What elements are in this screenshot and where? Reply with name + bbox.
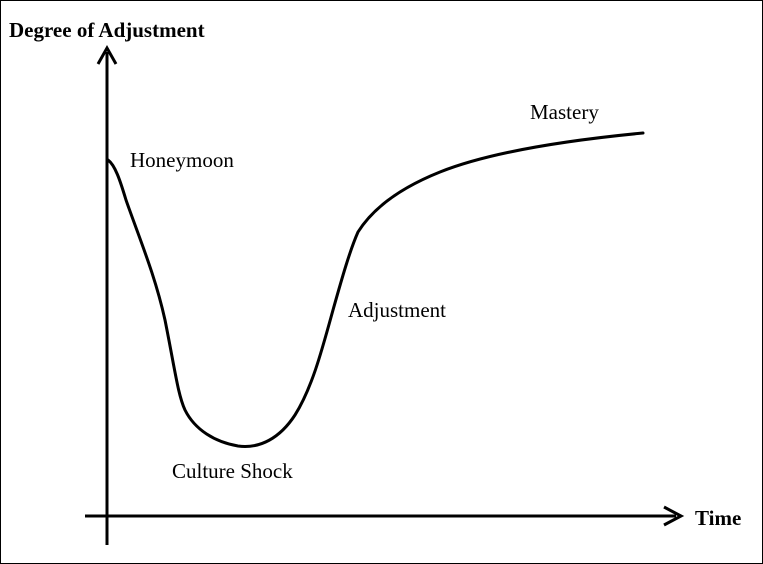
x-axis-arrowhead bbox=[663, 505, 685, 527]
stage-label-adjustment: Adjustment bbox=[348, 298, 446, 322]
adjustment-curve bbox=[106, 131, 645, 448]
stage-label-culture-shock: Culture Shock bbox=[172, 459, 293, 483]
y-axis-title: Degree of Adjustment bbox=[9, 18, 205, 42]
stage-label-honeymoon: Honeymoon bbox=[130, 148, 234, 172]
stage-label-mastery: Mastery bbox=[530, 100, 599, 124]
y-axis-arrowhead bbox=[96, 44, 118, 65]
x-axis-title: Time bbox=[695, 506, 742, 530]
